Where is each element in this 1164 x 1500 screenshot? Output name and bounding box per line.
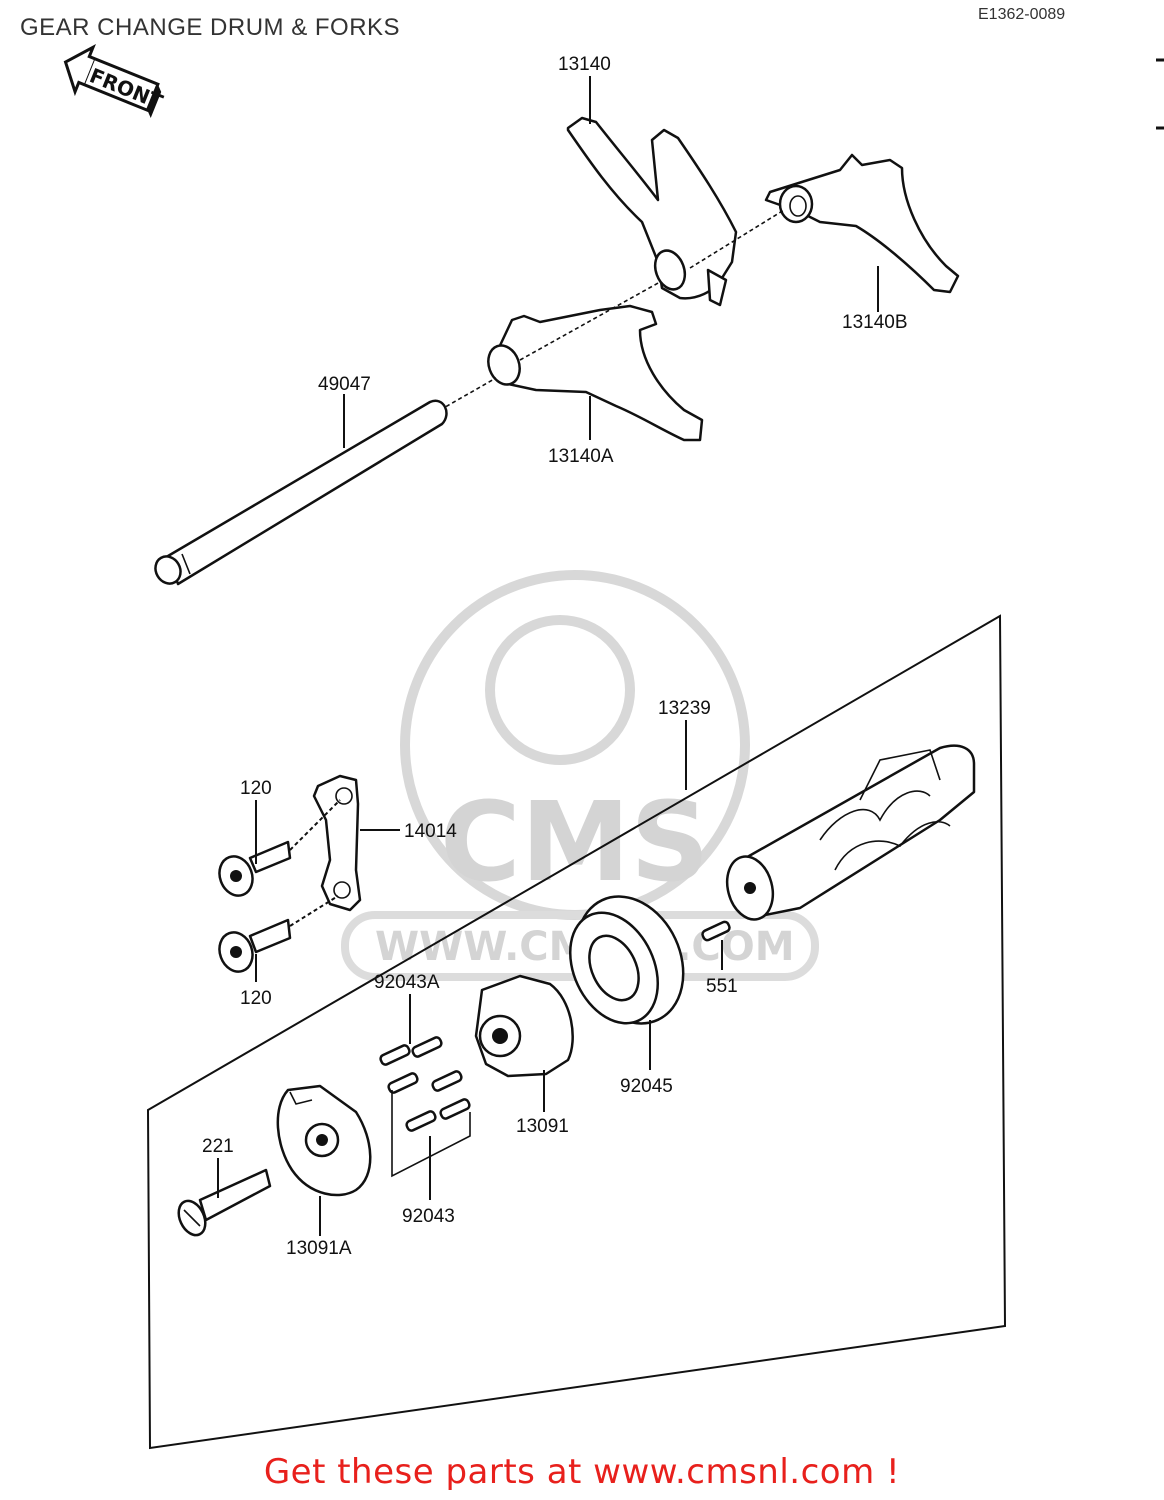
pins-92043[interactable] bbox=[379, 1036, 471, 1178]
label-92043: 92043 bbox=[402, 1206, 455, 1227]
label-551: 551 bbox=[706, 976, 738, 997]
plate-14014[interactable] bbox=[312, 774, 362, 912]
label-120-upper: 120 bbox=[240, 778, 272, 799]
shift-fork-13140[interactable] bbox=[566, 116, 738, 307]
label-92043A: 92043A bbox=[374, 972, 440, 993]
shift-drum-13239[interactable] bbox=[720, 744, 976, 925]
label-221: 221 bbox=[202, 1136, 234, 1157]
label-13140A: 13140A bbox=[548, 446, 614, 467]
diagram-title: GEAR CHANGE DRUM & FORKS bbox=[20, 14, 401, 41]
label-13091A: 13091A bbox=[286, 1238, 352, 1259]
part-labels: 13140 13140B 13140A 49047 13239 14014 12… bbox=[202, 54, 908, 1259]
bolt-120-upper[interactable] bbox=[214, 840, 292, 900]
label-13140B: 13140B bbox=[842, 312, 908, 333]
shift-fork-13140B[interactable] bbox=[764, 153, 960, 294]
label-120-lower: 120 bbox=[240, 988, 272, 1009]
front-arrow: FRONT bbox=[63, 43, 166, 119]
label-92045: 92045 bbox=[620, 1076, 673, 1097]
subassembly-frame bbox=[146, 614, 1007, 1450]
watermark-brand: CMS bbox=[440, 778, 709, 906]
label-13140: 13140 bbox=[558, 54, 611, 75]
bolt-120-lower[interactable] bbox=[214, 918, 292, 976]
label-49047: 49047 bbox=[318, 374, 371, 395]
cam-13091[interactable] bbox=[474, 974, 574, 1078]
label-14014: 14014 bbox=[404, 821, 457, 842]
plate-13091A[interactable] bbox=[276, 1084, 372, 1197]
label-13239: 13239 bbox=[658, 698, 711, 719]
shift-fork-13140A[interactable] bbox=[483, 304, 704, 442]
label-13091: 13091 bbox=[516, 1116, 569, 1137]
shift-rod-49047[interactable] bbox=[151, 399, 448, 588]
pin-551[interactable] bbox=[701, 920, 731, 942]
bearing-92045[interactable] bbox=[553, 879, 703, 1041]
diagram-code: E1362-0089 bbox=[978, 6, 1066, 23]
fork-alignment-lines bbox=[439, 209, 785, 411]
screw-221[interactable] bbox=[174, 1168, 272, 1239]
promo-link[interactable]: Get these parts at www.cmsnl.com ! bbox=[263, 1452, 901, 1492]
leader-lines bbox=[217, 76, 879, 1236]
